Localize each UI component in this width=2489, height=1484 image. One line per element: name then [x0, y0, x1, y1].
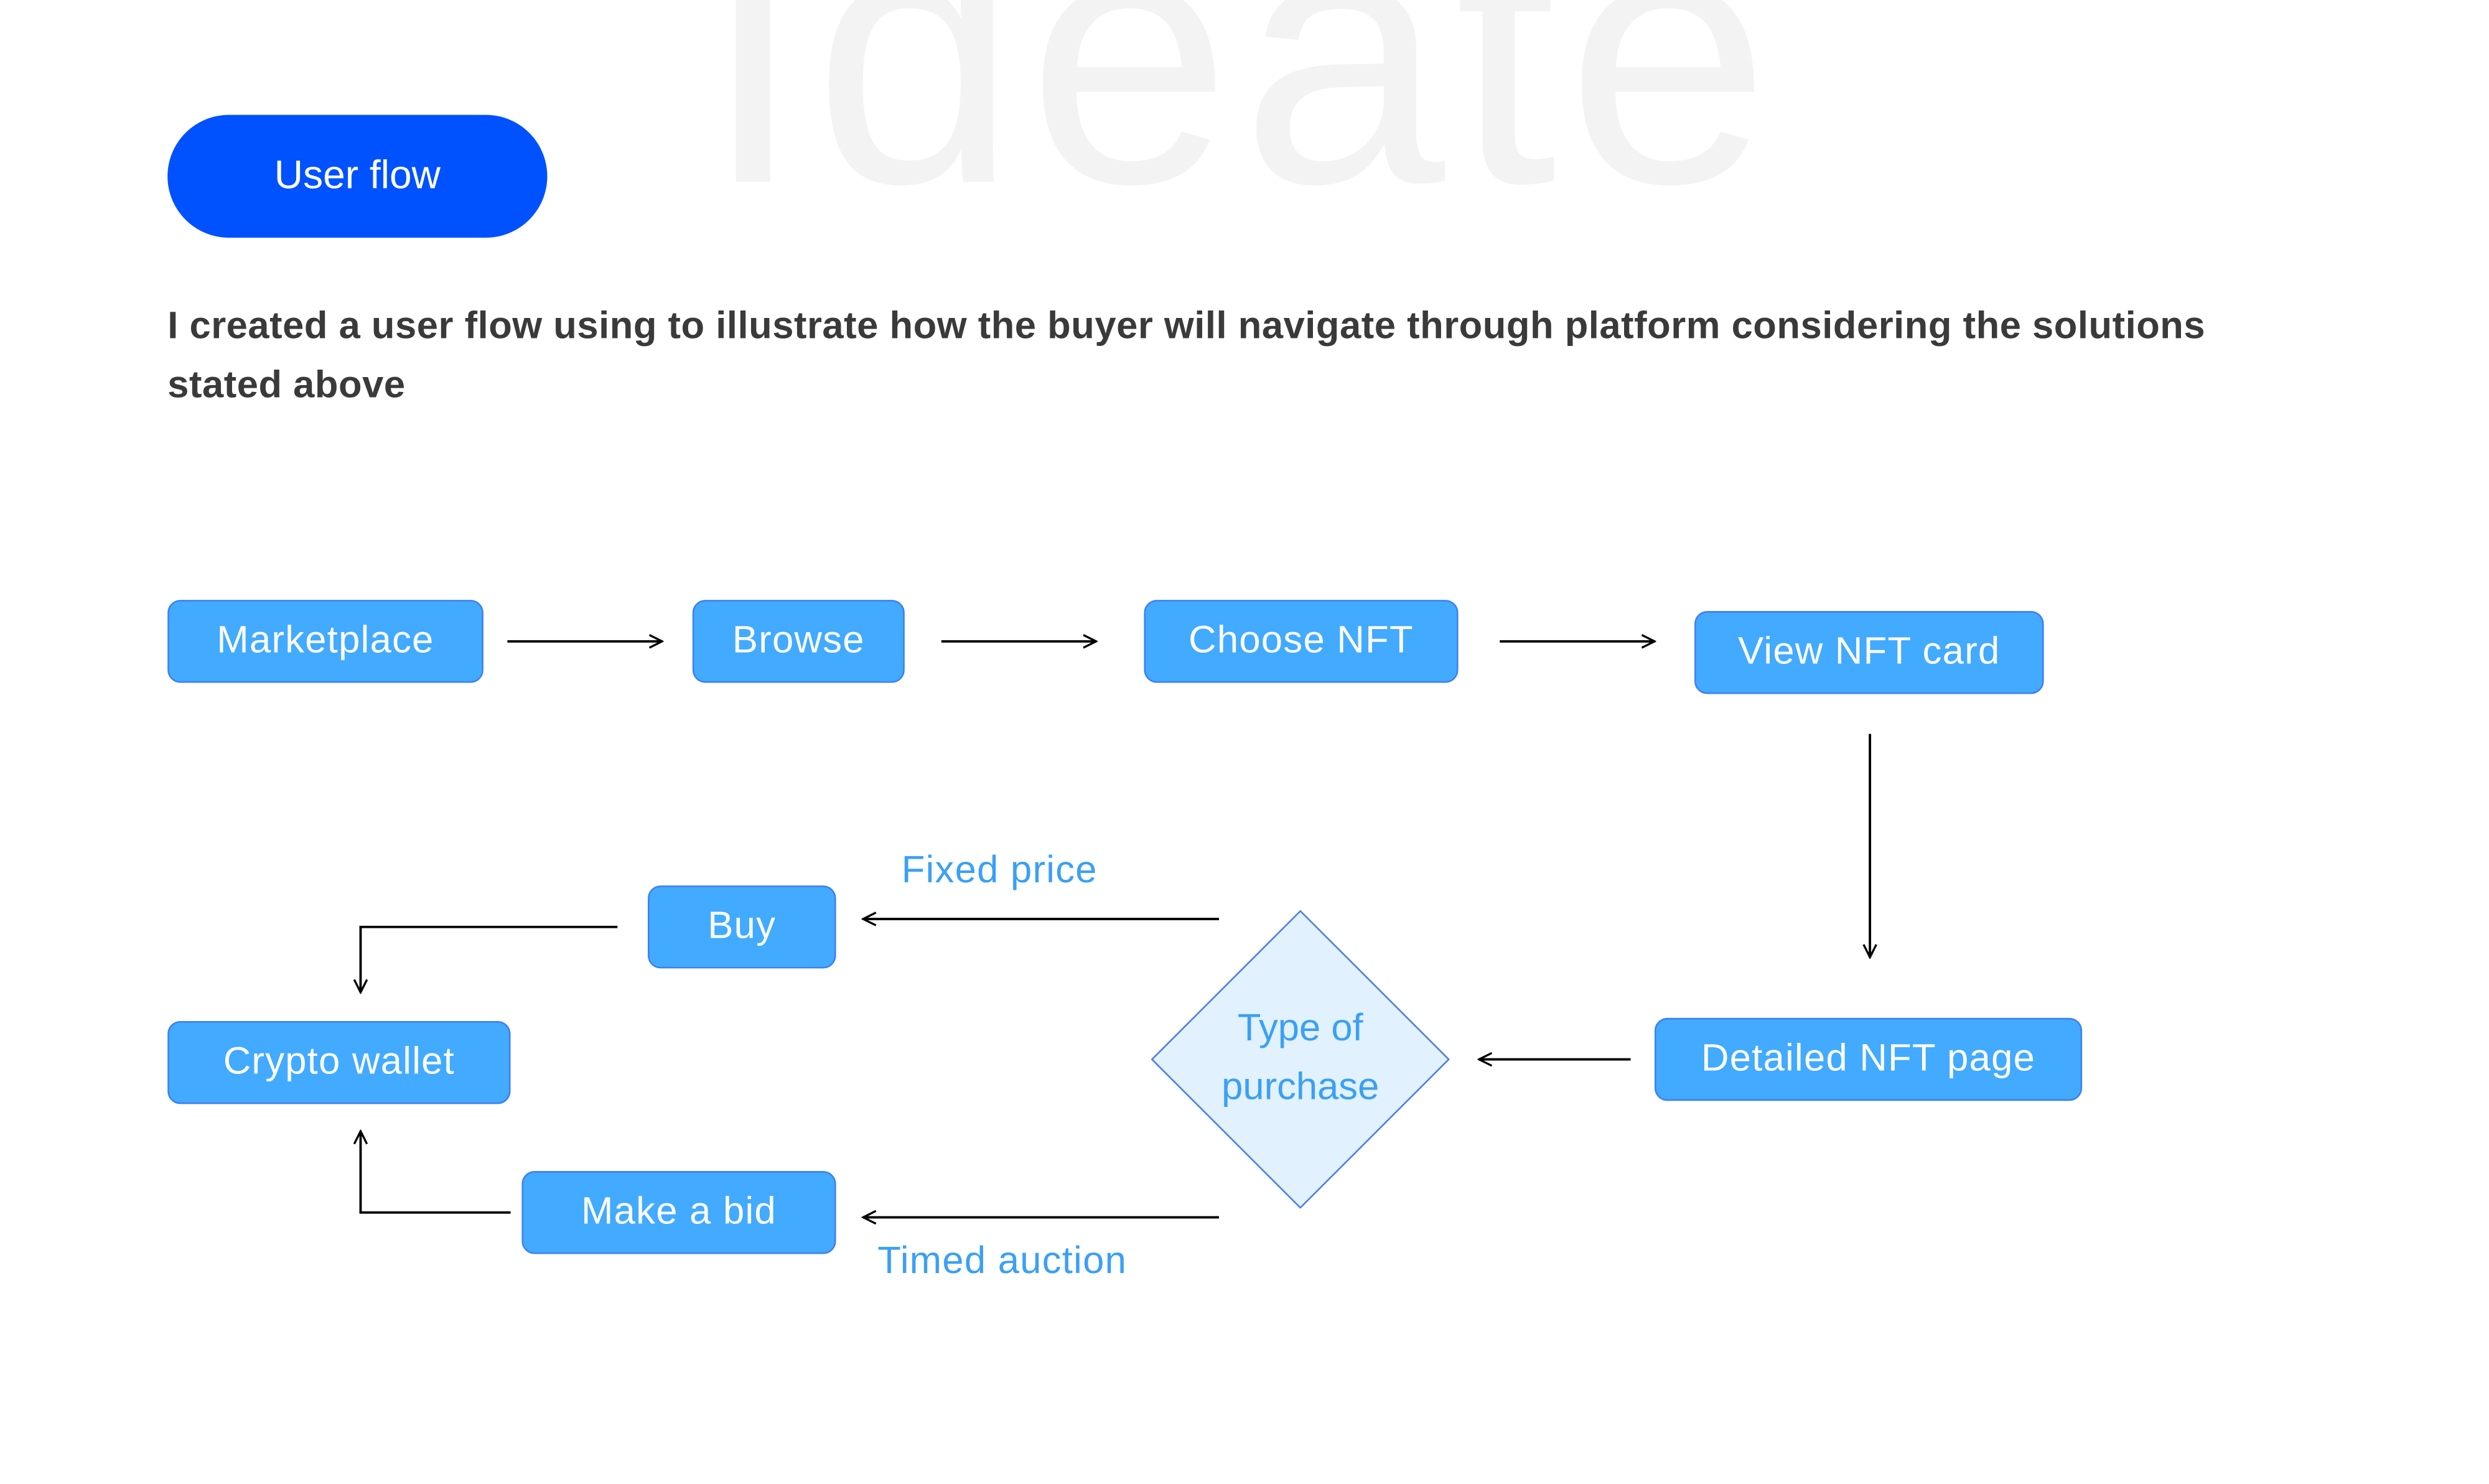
- section-watermark-title: Ideate: [702, 0, 1780, 260]
- node-marketplace: Marketplace: [167, 600, 483, 683]
- node-crypto-wallet: Crypto wallet: [167, 1021, 511, 1104]
- user-flow-pill: User flow: [167, 114, 548, 238]
- edge-label-timed-auction: Timed auction: [877, 1239, 1128, 1283]
- arrow-bid-wallet: [360, 1131, 511, 1214]
- description-text: I created a user flow using to illustrat…: [167, 304, 2206, 407]
- node-choose-nft: Choose NFT: [1144, 600, 1459, 683]
- decision-diamond: [1151, 910, 1450, 1209]
- arrow-buy-wallet: [360, 925, 618, 992]
- edge-label-fixed-price: Fixed price: [901, 849, 1098, 892]
- node-make-a-bid: Make a bid: [521, 1171, 836, 1254]
- node-view-nft-card: View NFT card: [1694, 611, 2044, 694]
- node-browse: Browse: [692, 600, 905, 683]
- node-buy: Buy: [648, 885, 836, 969]
- node-detailed-nft-page: Detailed NFT page: [1654, 1017, 2083, 1101]
- decision-type-of-purchase: Type of purchase: [1221, 1006, 1380, 1109]
